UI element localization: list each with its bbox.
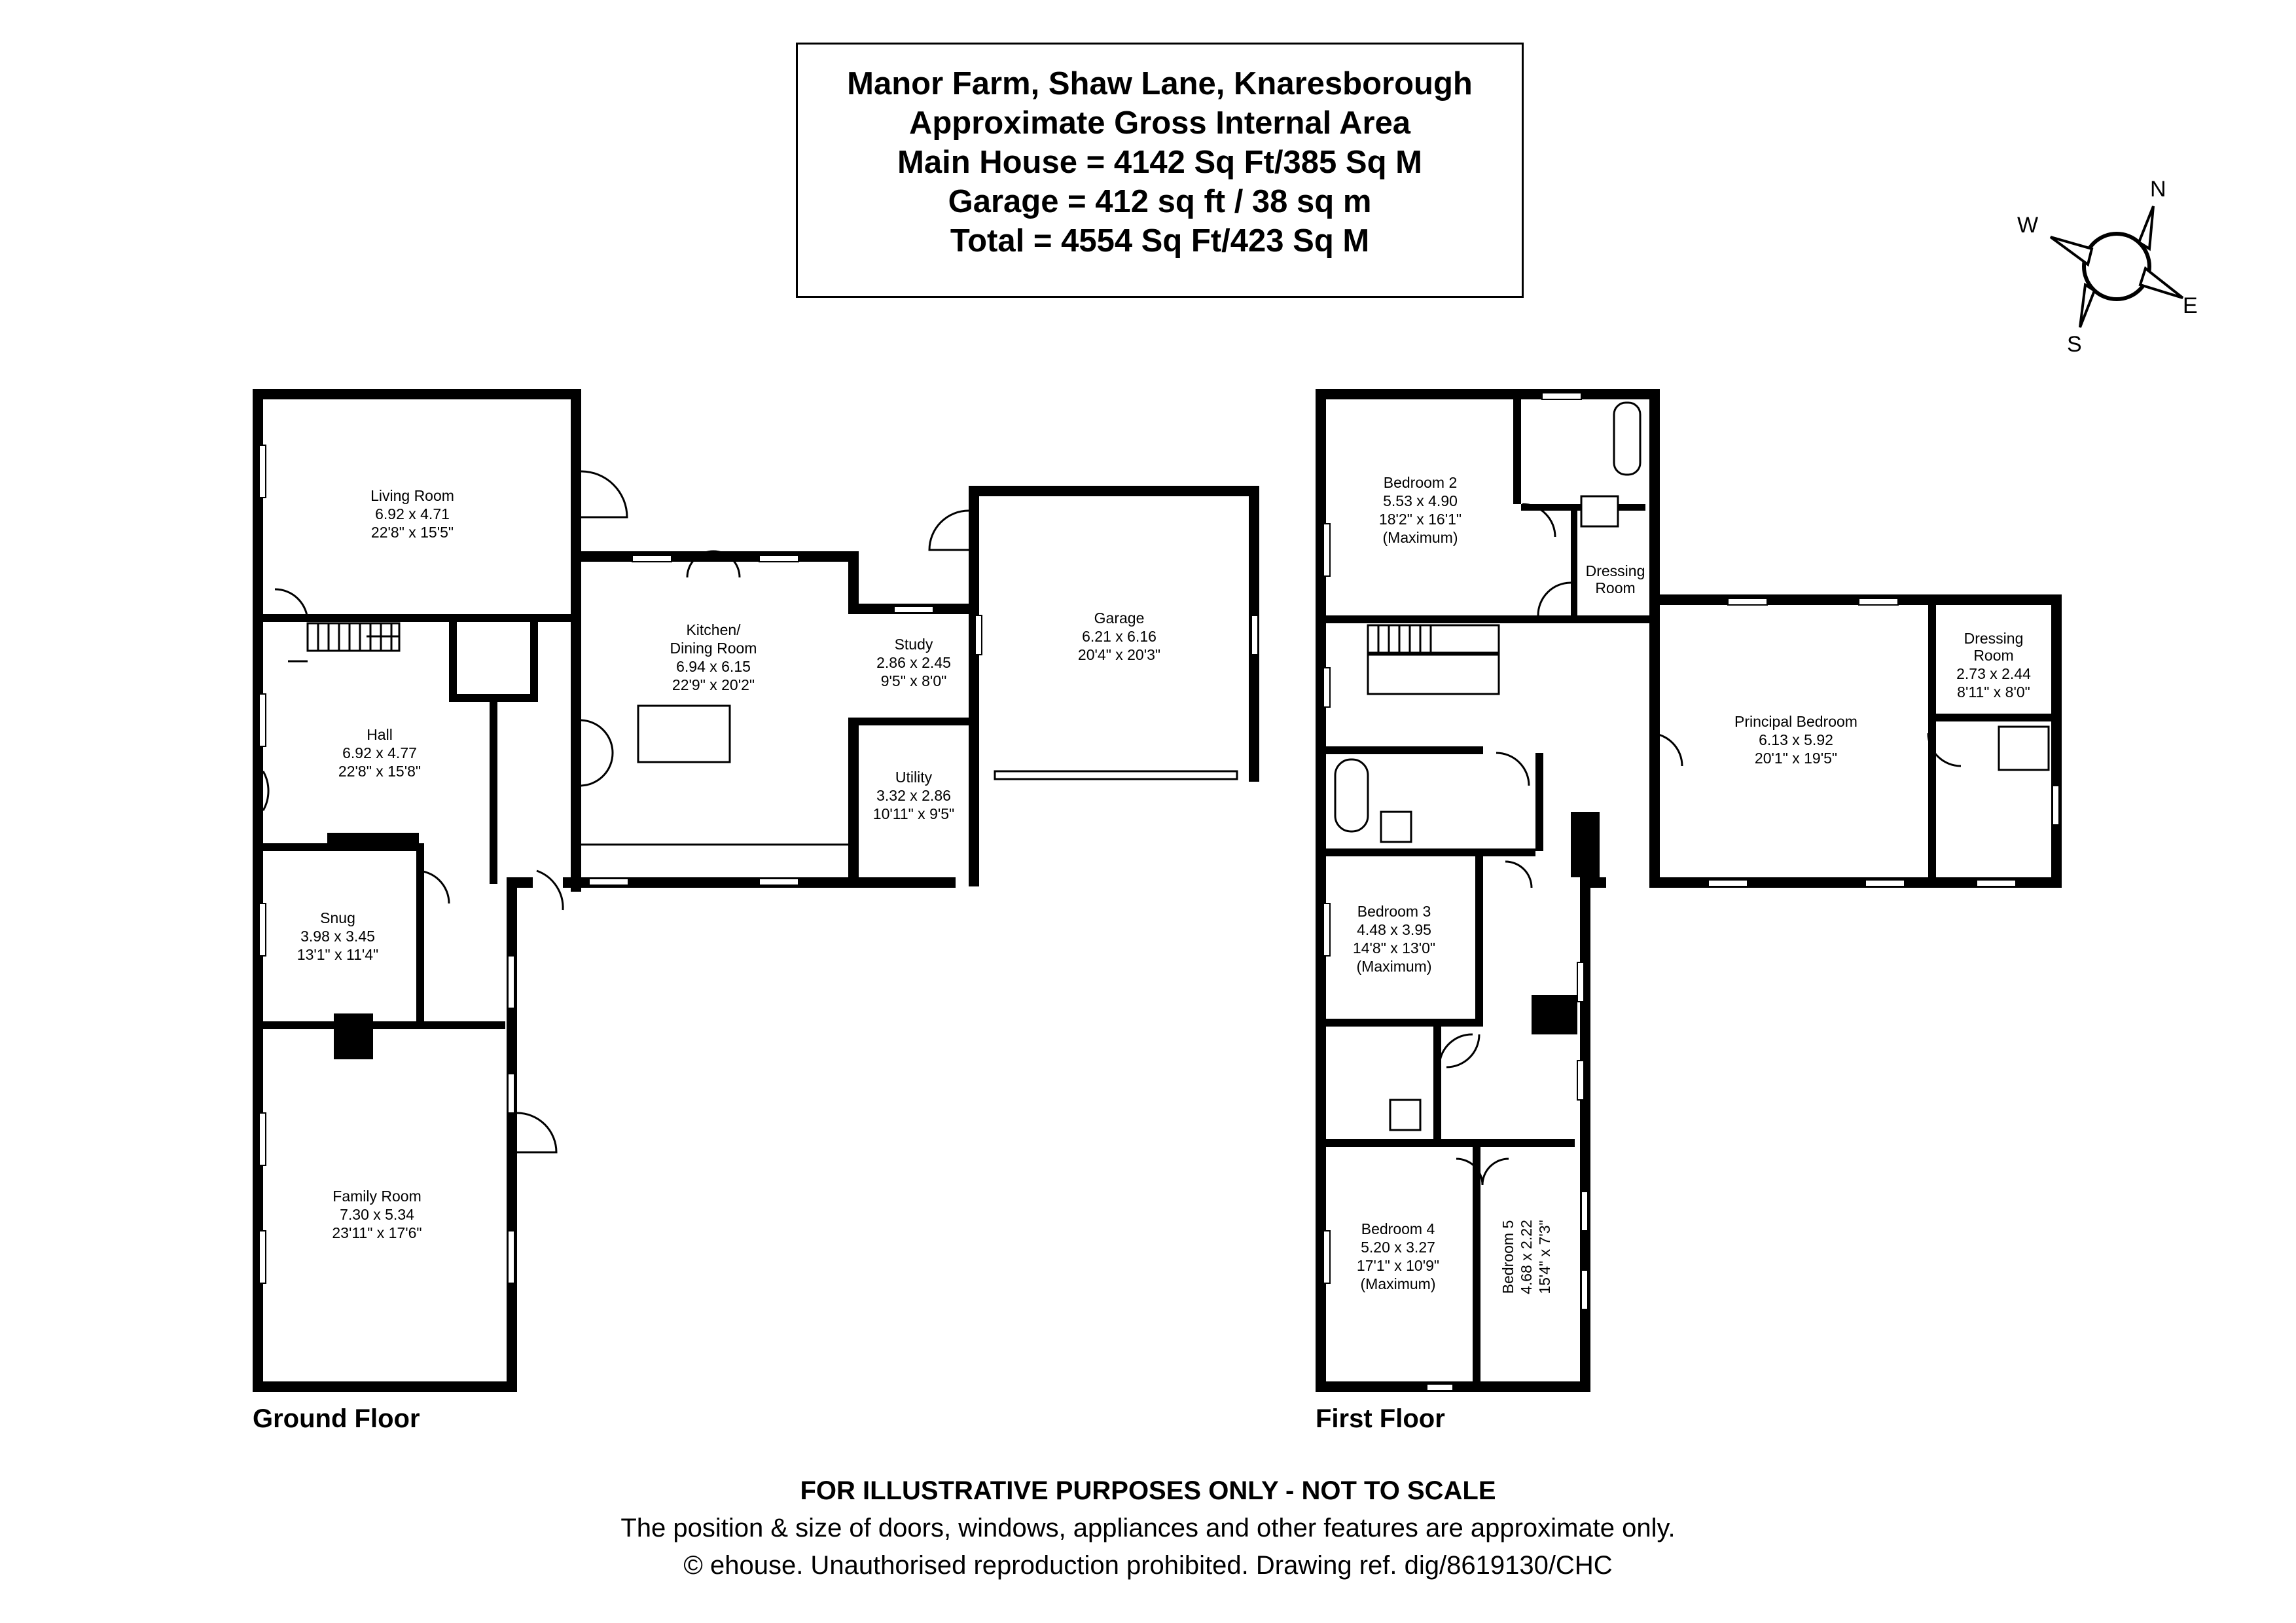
disclaimer-line-3: © ehouse. Unauthorised reproduction proh… — [683, 1551, 1613, 1580]
svg-text:Dressing: Dressing — [1586, 562, 1645, 579]
svg-text:6.92 x 4.71: 6.92 x 4.71 — [375, 505, 450, 522]
svg-text:Principal Bedroom: Principal Bedroom — [1734, 713, 1857, 730]
svg-text:22'8" x 15'8": 22'8" x 15'8" — [338, 763, 421, 780]
svg-text:Family Room: Family Room — [332, 1188, 421, 1205]
ground-floor-label: Ground Floor — [253, 1404, 420, 1433]
room-bedroom-3: Bedroom 3 4.48 x 3.95 14'8" x 13'0" (Max… — [1353, 903, 1435, 975]
svg-text:2.86 x 2.45: 2.86 x 2.45 — [876, 654, 951, 671]
svg-text:10'11" x 9'5": 10'11" x 9'5" — [873, 805, 954, 822]
svg-text:6.94 x 6.15: 6.94 x 6.15 — [676, 658, 751, 675]
ground-floor-plan — [253, 389, 1259, 1392]
svg-text:3.32 x 2.86: 3.32 x 2.86 — [876, 787, 951, 804]
total-area: Total = 4554 Sq Ft/423 Sq M — [950, 223, 1370, 259]
svg-text:5.53 x 4.90: 5.53 x 4.90 — [1383, 492, 1458, 509]
svg-text:Dressing: Dressing — [1964, 630, 2024, 647]
svg-text:Bedroom 5: Bedroom 5 — [1499, 1220, 1516, 1294]
room-principal-bedroom: Principal Bedroom 6.13 x 5.92 20'1" x 19… — [1734, 713, 1857, 767]
svg-text:Bedroom 2: Bedroom 2 — [1384, 474, 1458, 491]
title-block: Manor Farm, Shaw Lane, Knaresborough App… — [796, 43, 1524, 298]
svg-text:3.98 x 3.45: 3.98 x 3.45 — [300, 928, 375, 945]
svg-text:Snug: Snug — [320, 909, 355, 926]
svg-text:22'8" x 15'5": 22'8" x 15'5" — [371, 524, 454, 541]
svg-text:Study: Study — [895, 636, 933, 653]
svg-text:4.68 x 2.22: 4.68 x 2.22 — [1518, 1220, 1535, 1294]
room-bedroom-2: Bedroom 2 5.53 x 4.90 18'2" x 16'1" (Max… — [1379, 474, 1462, 546]
svg-text:Garage: Garage — [1094, 610, 1145, 627]
room-snug: Snug 3.98 x 3.45 13'1" x 11'4" — [297, 909, 378, 963]
room-bedroom-5: Bedroom 5 4.68 x 2.22 15'4" x 7'3" — [1499, 1220, 1553, 1294]
svg-text:5.20 x 3.27: 5.20 x 3.27 — [1361, 1239, 1435, 1256]
svg-text:(Maximum): (Maximum) — [1357, 958, 1432, 975]
svg-text:Bedroom 4: Bedroom 4 — [1361, 1220, 1435, 1237]
svg-text:2.73 x 2.44: 2.73 x 2.44 — [1956, 665, 2031, 682]
svg-text:Room: Room — [1595, 579, 1635, 596]
room-kitchen-dining: Kitchen/ Dining Room 6.94 x 6.15 22'9" x… — [670, 621, 757, 693]
svg-text:(Maximum): (Maximum) — [1361, 1275, 1436, 1292]
room-family-room: Family Room 7.30 x 5.34 23'11" x 17'6" — [332, 1188, 422, 1241]
disclaimer-line-2: The position & size of doors, windows, a… — [620, 1514, 1676, 1542]
svg-text:13'1" x 11'4": 13'1" x 11'4" — [297, 946, 378, 963]
svg-text:8'11" x 8'0": 8'11" x 8'0" — [1957, 684, 2030, 701]
main-house-area: Main House = 4142 Sq Ft/385 Sq M — [897, 145, 1422, 180]
room-study: Study 2.86 x 2.45 9'5" x 8'0" — [876, 636, 951, 689]
first-floor-plan — [1316, 389, 2062, 1392]
svg-text:Dining Room: Dining Room — [670, 640, 757, 657]
compass-icon: N E S W — [2017, 177, 2198, 357]
room-bedroom-4: Bedroom 4 5.20 x 3.27 17'1" x 10'9" (Max… — [1357, 1220, 1439, 1292]
svg-text:22'9" x 20'2": 22'9" x 20'2" — [672, 676, 755, 693]
disclaimer-line-1: FOR ILLUSTRATIVE PURPOSES ONLY - NOT TO … — [800, 1476, 1496, 1505]
svg-text:14'8" x 13'0": 14'8" x 13'0" — [1353, 939, 1435, 957]
compass-south: S — [2067, 332, 2082, 357]
svg-text:Utility: Utility — [895, 769, 933, 786]
svg-text:Living Room: Living Room — [370, 487, 454, 504]
property-address: Manor Farm, Shaw Lane, Knaresborough — [847, 66, 1473, 101]
svg-text:15'4" x 7'3": 15'4" x 7'3" — [1536, 1220, 1553, 1294]
svg-text:6.21 x 6.16: 6.21 x 6.16 — [1082, 628, 1157, 645]
svg-text:9'5" x 8'0": 9'5" x 8'0" — [881, 672, 947, 689]
svg-text:Room: Room — [1973, 647, 2013, 664]
disclaimer: FOR ILLUSTRATIVE PURPOSES ONLY - NOT TO … — [0, 1476, 2296, 1580]
svg-text:Bedroom 3: Bedroom 3 — [1357, 903, 1431, 920]
svg-text:Hall: Hall — [367, 726, 393, 743]
svg-text:20'4" x 20'3": 20'4" x 20'3" — [1078, 646, 1160, 663]
svg-text:17'1" x 10'9": 17'1" x 10'9" — [1357, 1257, 1439, 1274]
compass-east: E — [2183, 293, 2198, 318]
svg-text:20'1" x 19'5": 20'1" x 19'5" — [1755, 750, 1837, 767]
room-utility: Utility 3.32 x 2.86 10'11" x 9'5" — [873, 769, 954, 822]
garage-area: Garage = 412 sq ft / 38 sq m — [948, 184, 1372, 219]
room-living-room: Living Room 6.92 x 4.71 22'8" x 15'5" — [370, 487, 454, 541]
svg-text:4.48 x 3.95: 4.48 x 3.95 — [1357, 921, 1431, 938]
room-hall: Hall 6.92 x 4.77 22'8" x 15'8" — [338, 726, 421, 780]
compass-north: N — [2150, 177, 2166, 202]
room-garage: Garage 6.21 x 6.16 20'4" x 20'3" — [1078, 610, 1160, 663]
svg-text:(Maximum): (Maximum) — [1383, 529, 1458, 546]
room-dressing-room-1: Dressing Room — [1586, 562, 1645, 596]
svg-text:23'11" x 17'6": 23'11" x 17'6" — [332, 1224, 422, 1241]
svg-text:18'2" x 16'1": 18'2" x 16'1" — [1379, 511, 1462, 528]
compass-west: W — [2017, 213, 2038, 238]
area-heading: Approximate Gross Internal Area — [908, 105, 1411, 141]
svg-text:6.13 x 5.92: 6.13 x 5.92 — [1759, 731, 1833, 748]
svg-text:6.92 x 4.77: 6.92 x 4.77 — [342, 744, 417, 761]
svg-text:7.30 x 5.34: 7.30 x 5.34 — [340, 1206, 414, 1223]
first-floor-label: First Floor — [1316, 1404, 1445, 1433]
room-dressing-room-2: Dressing Room 2.73 x 2.44 8'11" x 8'0" — [1956, 630, 2031, 701]
svg-text:Kitchen/: Kitchen/ — [686, 621, 741, 638]
